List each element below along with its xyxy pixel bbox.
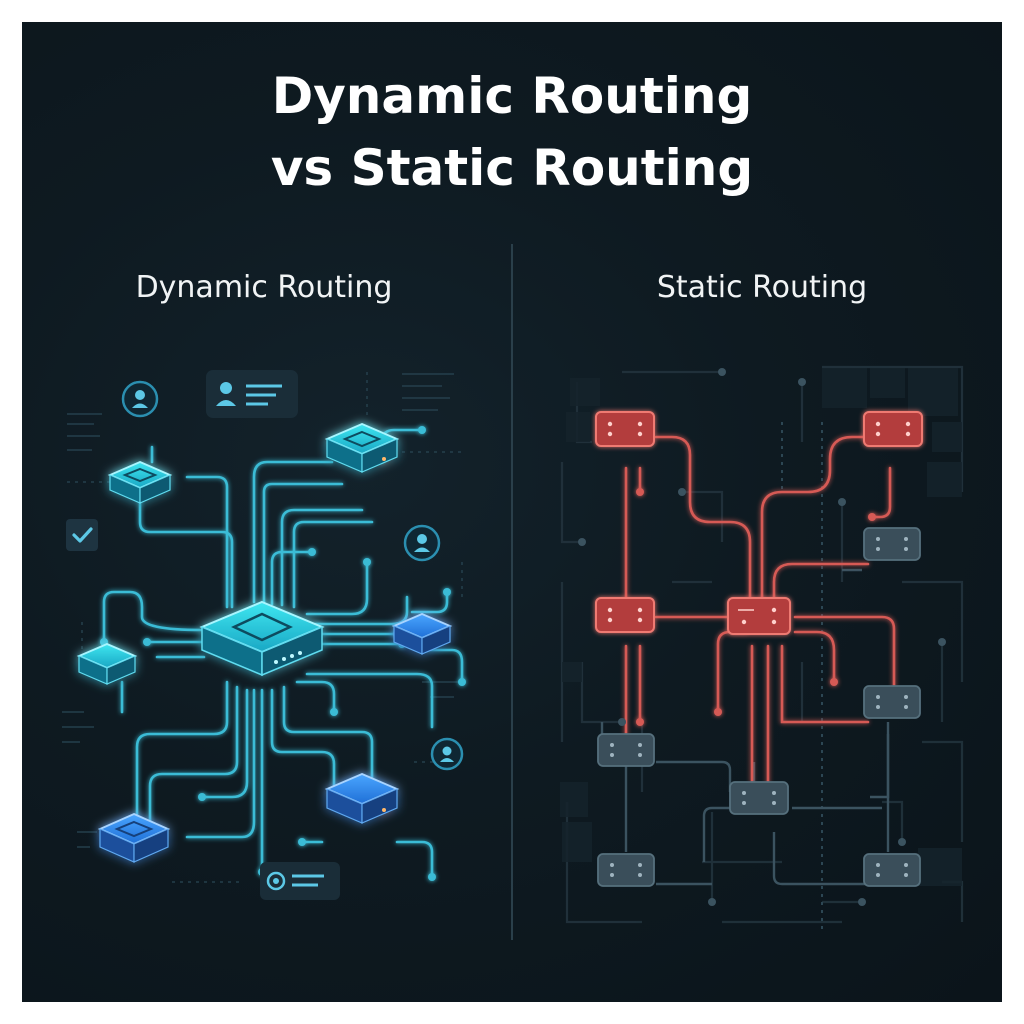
static-router-bottom-right — [863, 853, 921, 887]
dynamic-router-central — [199, 600, 325, 677]
page-title: Dynamic Routing vs Static Routing — [22, 60, 1002, 204]
routing-diagram — [62, 244, 964, 940]
static-router-central — [727, 597, 791, 635]
profile-card-icon — [206, 370, 298, 418]
dynamic-router-right — [391, 613, 453, 655]
static-router-left-lower — [597, 733, 655, 767]
dynamic-panel-title: Dynamic Routing — [135, 270, 393, 305]
static-router-right-middle — [863, 685, 921, 719]
dynamic-router-bottom-left — [97, 813, 171, 863]
dynamic-router-top-right — [324, 423, 400, 473]
static-route-endpoints — [636, 488, 876, 796]
static-router-top-right — [863, 411, 923, 447]
title-line-2: vs Static Routing — [270, 139, 754, 197]
dynamic-panel — [62, 370, 466, 900]
user-icon — [121, 380, 159, 418]
diagram-frame: Dynamic Routing vs Static Routing Dynami… — [22, 22, 1002, 1002]
user-icon — [403, 524, 441, 562]
static-panel-title: Static Routing — [656, 270, 868, 305]
static-background-squares — [560, 368, 962, 886]
static-active-routes — [624, 435, 896, 794]
static-router-mid-left — [595, 597, 655, 633]
checkmark-icon — [66, 519, 98, 551]
static-router-center-lower — [729, 781, 789, 815]
static-router-right-upper — [863, 527, 921, 561]
title-line-1: Dynamic Routing — [271, 67, 753, 125]
static-panel — [560, 365, 964, 932]
dynamic-connections — [102, 428, 464, 879]
dynamic-router-top-left — [107, 461, 173, 504]
dynamic-router-bottom-right — [324, 773, 400, 824]
static-inactive-links — [600, 568, 890, 886]
static-router-bottom-left — [597, 853, 655, 887]
static-router-top-left — [595, 411, 655, 447]
camera-card-icon — [260, 862, 340, 900]
static-grey-endpoints — [578, 368, 946, 906]
user-icon — [430, 737, 464, 771]
dynamic-router-left — [76, 643, 138, 685]
